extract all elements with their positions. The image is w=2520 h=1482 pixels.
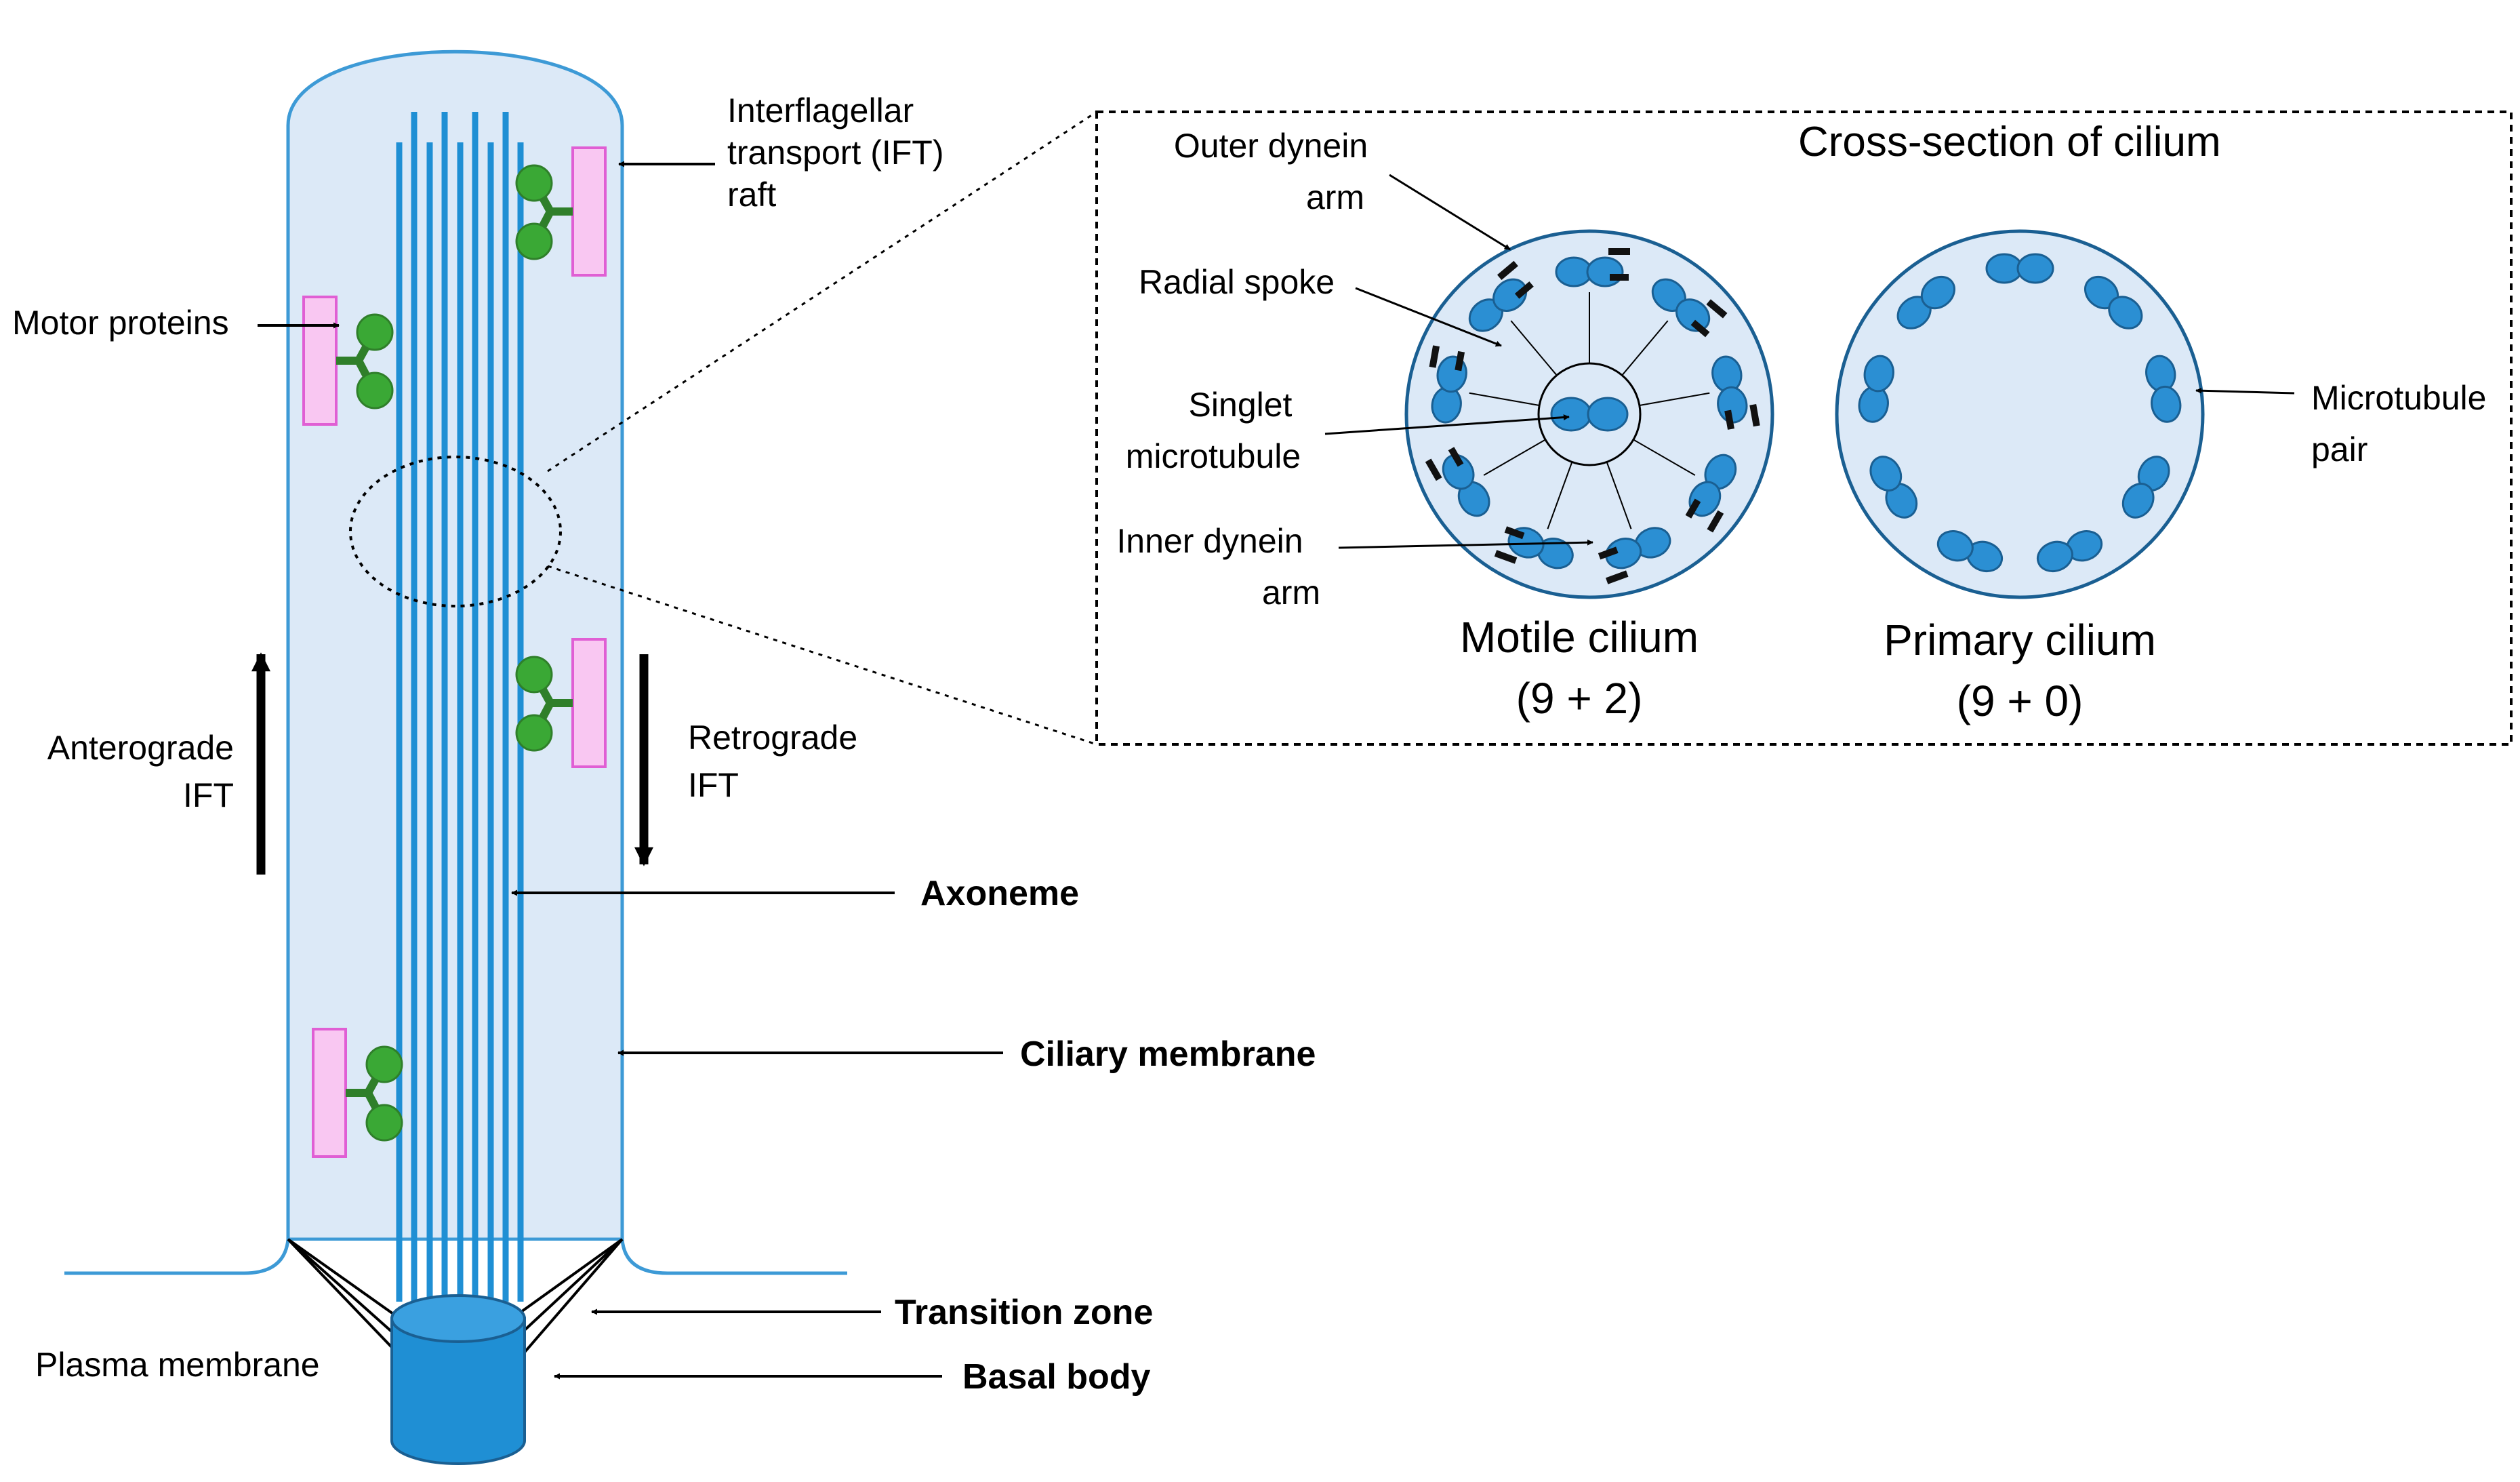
doublet-microtubule — [1985, 253, 2023, 284]
doublet-microtubule — [1586, 256, 1624, 287]
singlet-microtubule-arrow — [1324, 414, 1570, 435]
radial-spoke-label: Radial spoke — [1139, 263, 1335, 301]
doublet-microtubule — [1863, 355, 1894, 393]
inner-dynein-arm — [1448, 447, 1464, 467]
outer-dynein-arm — [1494, 550, 1518, 564]
ift-raft-top-right — [515, 146, 607, 277]
outer-dynein-arm — [1707, 510, 1724, 533]
doublet-microtubule — [1605, 538, 1642, 569]
central-microtubule — [1550, 397, 1592, 432]
basal-body-label: Basal body — [962, 1357, 1150, 1397]
outer-dynein-arrow — [1389, 174, 1511, 251]
zoom-line-bottom — [547, 565, 1097, 746]
inner-dynein-arm — [1724, 409, 1734, 430]
inner-dynein-arm — [1514, 281, 1534, 299]
motor-protein-head — [365, 1045, 403, 1083]
motile-cilium-caption: Motile cilium(9 + 2) — [1460, 613, 1699, 723]
inset-title: Cross-section of cilium — [1798, 119, 2221, 165]
inner-dynein-arm — [1504, 526, 1525, 540]
transition-zone-fibres — [287, 1238, 624, 1361]
ift-raft-bottom-left — [312, 1028, 403, 1158]
radial-spoke — [1547, 462, 1573, 529]
motor-protein-head — [515, 656, 553, 694]
motor-protein-head — [515, 164, 553, 202]
axoneme-label: Axoneme — [920, 874, 1079, 913]
doublet-microtubule — [1920, 275, 1955, 310]
motor-protein-head — [515, 714, 553, 752]
basal-body — [390, 1294, 526, 1465]
radial-spoke — [1621, 320, 1669, 376]
doublet-microtubule — [1675, 298, 1711, 332]
transition-zone-label: Transition zone — [895, 1293, 1153, 1332]
ift-raft-top-left — [302, 296, 394, 426]
primary-doublets — [1858, 253, 2182, 573]
primary-cilium-cross-section — [1835, 229, 2205, 599]
plasma-membrane-label: Plasma membrane — [35, 1346, 320, 1384]
inner-dynein-arm — [1455, 351, 1465, 372]
motor-protein-head — [356, 372, 394, 409]
radial-spoke — [1639, 392, 1710, 406]
motor-protein-head — [356, 313, 394, 351]
outer-dynein-arm — [1425, 458, 1442, 481]
motor-proteins-label: Motor proteins — [12, 304, 229, 342]
radial-spoke — [1606, 462, 1632, 529]
doublet-microtubule — [1442, 454, 1475, 490]
zoom-region-ellipse — [349, 456, 562, 607]
doublet-microtubule — [1555, 256, 1593, 287]
radial-spoke — [1510, 320, 1558, 376]
primary-cilium-membrane — [1835, 229, 2205, 599]
motor-protein-head — [365, 1104, 403, 1142]
plasma-membrane-line — [64, 1239, 847, 1275]
primary-cilium-caption: Primary cilium(9 + 0) — [1884, 616, 2156, 725]
inner-dynein-arrow — [1338, 539, 1593, 549]
doublet-microtubule — [2151, 385, 2182, 423]
inner-dynein-arm — [1690, 319, 1710, 338]
outer-dynein-arm — [1429, 345, 1440, 368]
doublet-microtubule — [1492, 278, 1528, 313]
doublet-microtubule — [2121, 483, 2155, 519]
doublet-microtubule — [2016, 253, 2054, 284]
microtubule-pair-arrow — [2195, 387, 2295, 395]
radial-spoke — [1469, 392, 1540, 406]
transition-zone-band — [289, 1241, 621, 1243]
radial-spokes — [1469, 292, 1710, 529]
outer-dynein-arm — [1605, 570, 1629, 584]
motor-protein-head — [515, 222, 553, 260]
motile-doublets — [1425, 248, 1760, 584]
motile-cilium-cross-section — [1404, 229, 1774, 599]
ciliary-membrane-label: Ciliary membrane — [1020, 1035, 1316, 1074]
radial-spoke — [1483, 439, 1546, 476]
doublet-microtubule — [2108, 296, 2143, 329]
inner-dynein-arm — [1598, 546, 1619, 560]
doublet-microtubule — [1936, 530, 1974, 562]
radial-spoke-arrow — [1355, 287, 1502, 347]
central-microtubule — [1587, 397, 1629, 432]
inner-dynein-arm — [1685, 498, 1701, 519]
doublet-microtubule — [2036, 540, 2073, 573]
ift-raft-mid-right — [515, 638, 607, 768]
doublet-microtubule — [1869, 456, 1903, 492]
outer-dynein-arm — [1749, 404, 1760, 427]
outer-dynein-arm — [1497, 260, 1518, 280]
outer-dynein-arm — [1706, 299, 1728, 319]
radial-spoke — [1633, 439, 1696, 476]
